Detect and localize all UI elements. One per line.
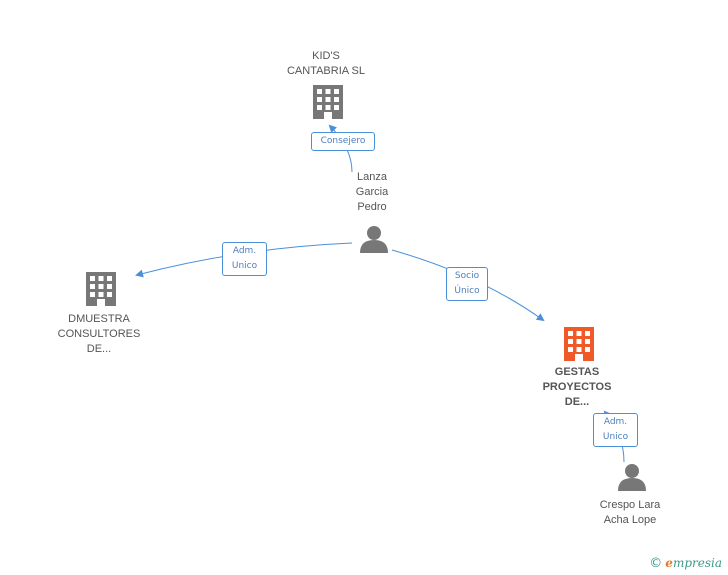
- empresia-logo: ©empresia: [649, 556, 722, 571]
- node-label-lanza[interactable]: Lanza Garcia Pedro: [355, 171, 389, 213]
- gestas-building-icon[interactable]: [564, 327, 594, 361]
- relation-socio[interactable]: Socio Único: [446, 267, 488, 301]
- node-label-kids[interactable]: KID'S CANTABRIA SL: [286, 50, 366, 77]
- kids-building-icon[interactable]: [313, 85, 343, 119]
- node-label-crespo[interactable]: Crespo Lara Acha Lope: [599, 499, 661, 526]
- copyright-icon: ©: [649, 556, 663, 571]
- relation-adm-dmuestra[interactable]: Adm. Unico: [222, 242, 267, 276]
- dmuestra-building-icon[interactable]: [86, 272, 116, 306]
- crespo-person-icon[interactable]: [618, 464, 646, 491]
- lanza-person-icon[interactable]: [360, 226, 388, 253]
- relation-consejero[interactable]: Consejero: [311, 132, 375, 151]
- node-label-gestas[interactable]: GESTAS PROYECTOS DE...: [542, 366, 612, 408]
- relation-adm-gestas[interactable]: Adm. Unico: [593, 413, 638, 447]
- node-label-dmuestra[interactable]: DMUESTRA CONSULTORES DE...: [57, 313, 141, 355]
